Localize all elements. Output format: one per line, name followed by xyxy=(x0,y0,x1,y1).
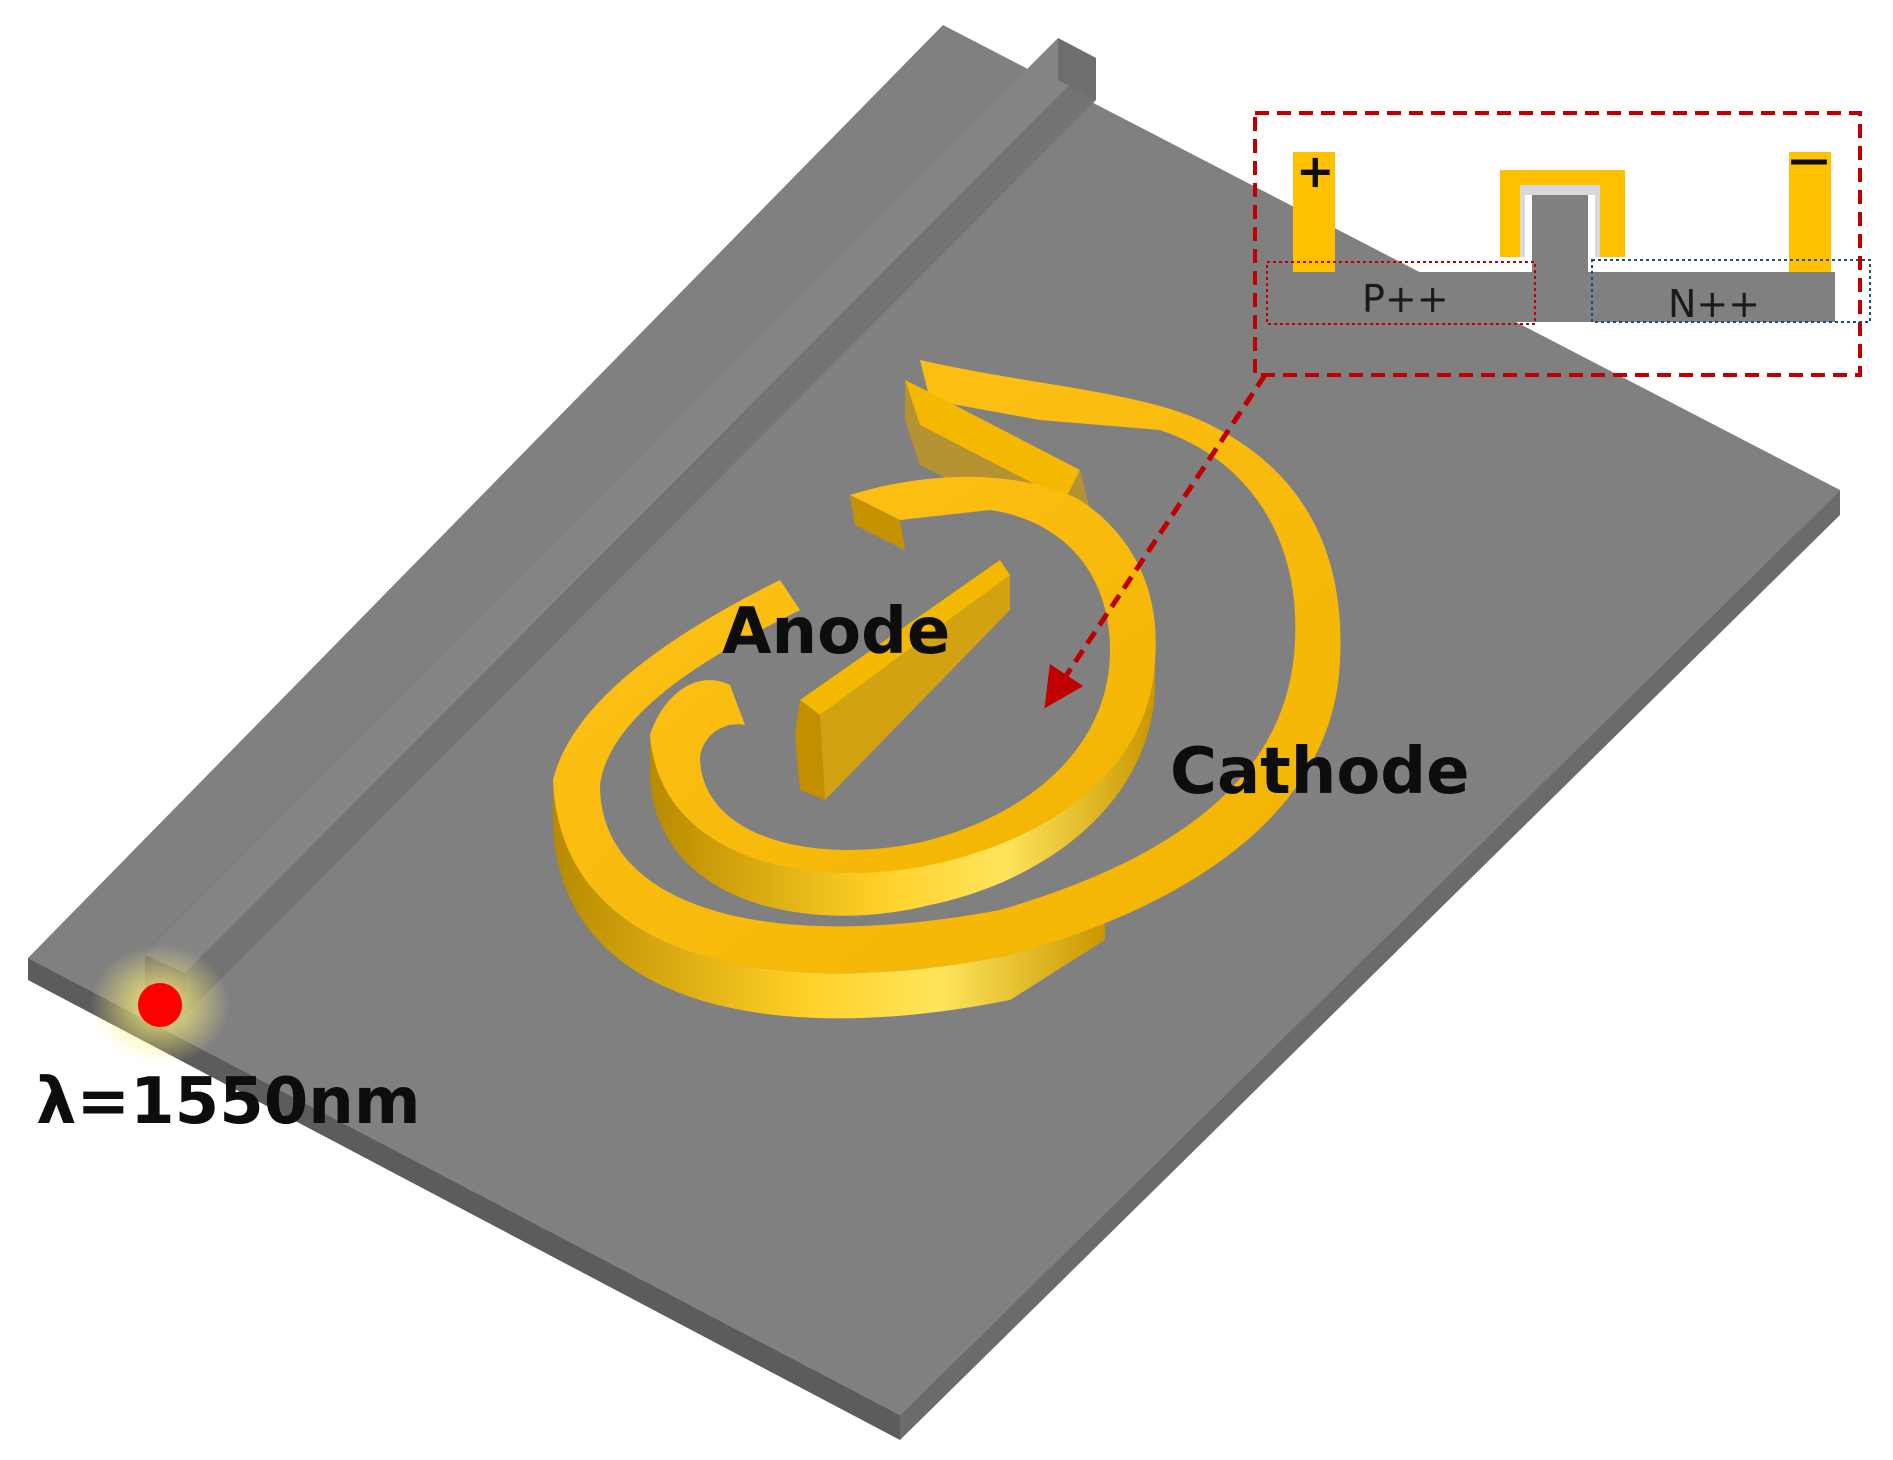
substrate-right-side xyxy=(900,490,1840,1440)
ring-end-cap xyxy=(850,495,905,550)
negative-electrode xyxy=(1789,152,1831,272)
positive-electrode xyxy=(1293,152,1335,272)
cathode-label: Cathode xyxy=(1170,735,1470,809)
source-spot xyxy=(138,983,182,1027)
positive-terminal-label: + xyxy=(1296,144,1335,198)
negative-terminal-label: — xyxy=(1789,137,1829,183)
substrate xyxy=(28,25,1840,1440)
substrate-top xyxy=(28,25,1840,1415)
substrate-front-side xyxy=(28,958,900,1440)
cathode-arc-top xyxy=(553,360,1341,974)
top-electrode xyxy=(1500,170,1625,257)
rib-waveguide xyxy=(1532,192,1588,322)
anode-electrode xyxy=(795,560,1010,800)
p-region-label: P++ xyxy=(1362,277,1449,321)
anode-label: Anode xyxy=(722,595,951,669)
ring-electrode xyxy=(650,476,1156,916)
inset-frame xyxy=(1253,111,1862,377)
waveguide-end-face xyxy=(1058,38,1096,100)
light-source xyxy=(90,945,230,1065)
p-region-box xyxy=(1266,261,1536,325)
anode-bar-front xyxy=(820,575,1010,800)
cathode-arc-side xyxy=(553,780,1105,1019)
anode-bar-top xyxy=(800,560,1010,715)
anode-bar-side xyxy=(795,700,825,800)
cross-section-inset xyxy=(1253,111,1871,377)
waveguide-top xyxy=(145,38,1096,973)
n-region-box xyxy=(1591,259,1871,323)
ring-arc-side xyxy=(650,640,1155,916)
n-region-label: N++ xyxy=(1668,282,1761,326)
wavelength-label: λ=1550nm xyxy=(36,1065,421,1139)
waveguide-side-face xyxy=(185,58,1096,1015)
cathode-bar-top xyxy=(905,380,1080,500)
oxide-cladding xyxy=(1520,185,1600,257)
